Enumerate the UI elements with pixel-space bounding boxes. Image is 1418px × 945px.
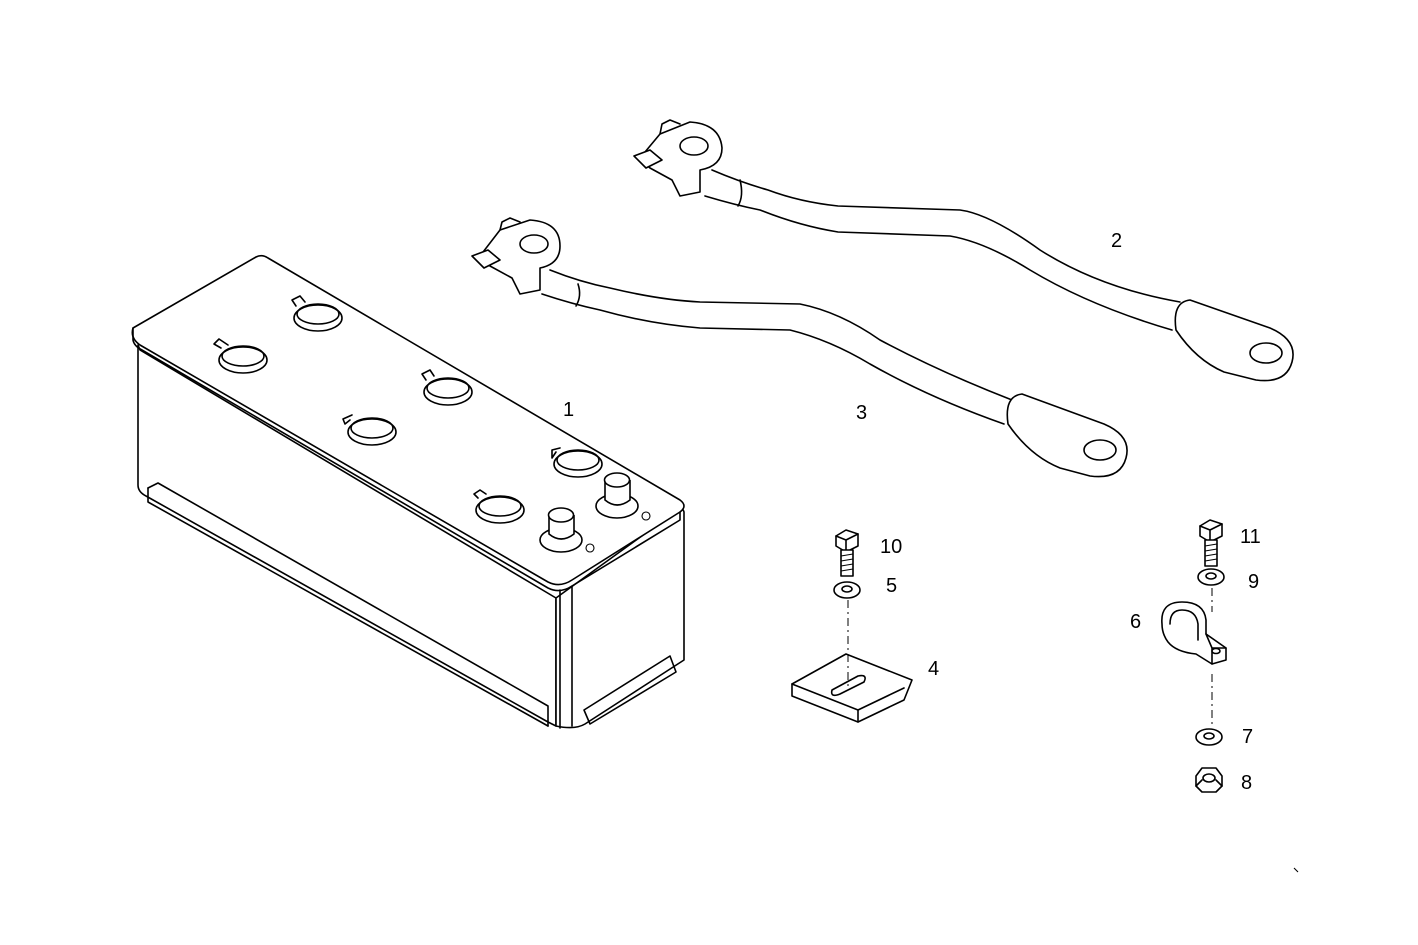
- battery-cable-short: [471, 217, 1128, 478]
- battery-cable-long: [633, 119, 1294, 382]
- stray-mark: [1293, 867, 1299, 873]
- label-clamp: 6: [1130, 611, 1141, 633]
- battery: [131, 254, 685, 729]
- label-washer-lower: 7: [1242, 726, 1253, 748]
- label-nut: 8: [1241, 772, 1252, 794]
- label-bracket: 4: [928, 658, 939, 680]
- washer-left: [833, 581, 861, 599]
- battery-terminals: [539, 472, 651, 553]
- label-washer-right: 9: [1248, 571, 1259, 593]
- label-battery: 1: [563, 399, 574, 421]
- hex-nut: [1195, 767, 1223, 793]
- label-cable-short: 3: [856, 402, 867, 424]
- label-bolt-left: 10: [880, 536, 902, 558]
- washer-right: [1197, 568, 1225, 586]
- pipe-clamp: [1161, 601, 1227, 665]
- label-bolt-right: 11: [1240, 526, 1261, 548]
- bolt-right: [1199, 519, 1223, 567]
- mounting-bracket: [791, 653, 913, 723]
- bolt-left: [835, 529, 859, 577]
- label-cable-long: 2: [1111, 230, 1122, 252]
- vent-caps: [213, 295, 603, 524]
- label-washer-left: 5: [886, 575, 897, 597]
- washer-lower: [1195, 728, 1223, 746]
